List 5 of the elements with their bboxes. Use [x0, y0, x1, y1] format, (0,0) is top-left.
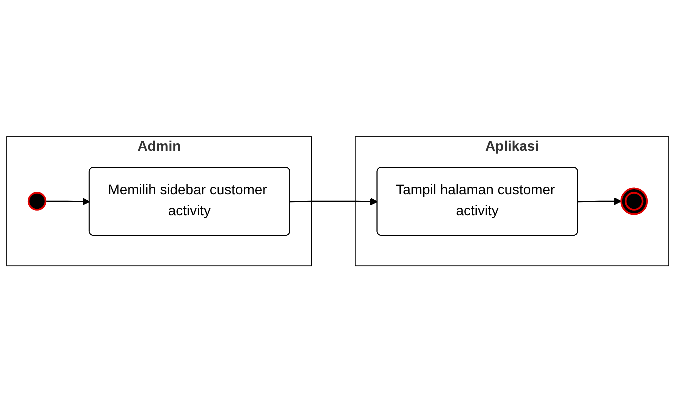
arrow: [290, 198, 378, 206]
arrow: [578, 198, 622, 206]
arrow: [46, 198, 90, 206]
node-circle: [28, 192, 47, 211]
node-circle: [620, 188, 648, 216]
